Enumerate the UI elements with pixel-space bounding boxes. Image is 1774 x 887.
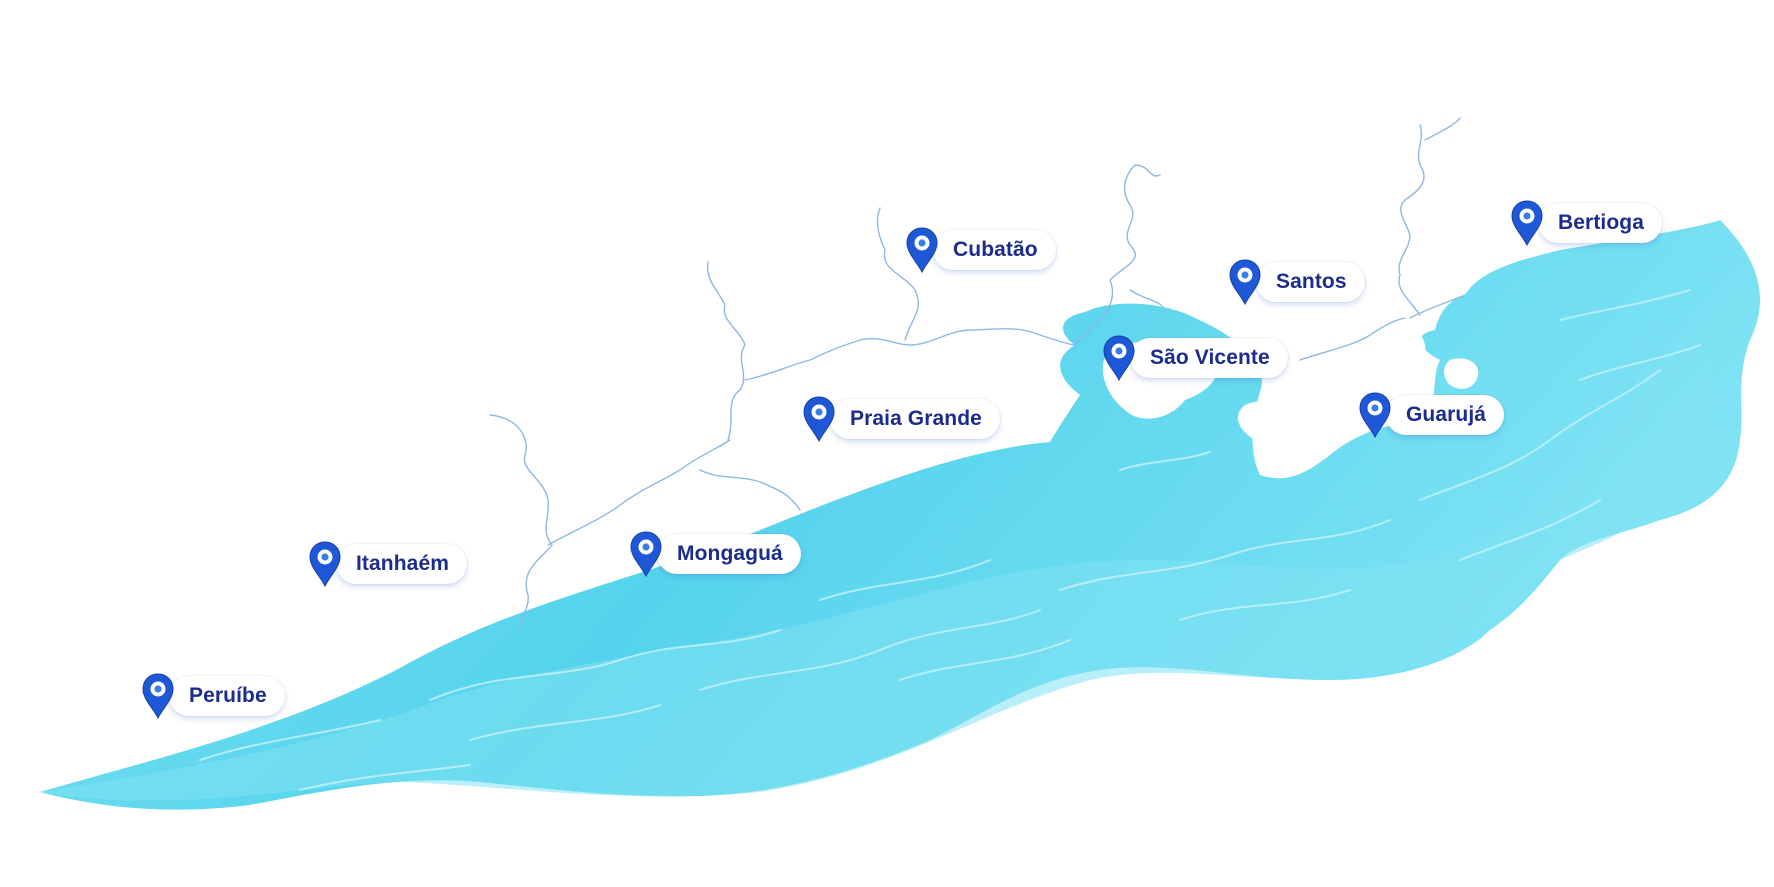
map-pin-icon bbox=[1510, 199, 1544, 247]
city-marker-mongagua[interactable]: Mongaguá bbox=[629, 530, 801, 578]
sea-waves bbox=[199, 289, 1701, 791]
map-pin-icon bbox=[629, 530, 663, 578]
map-pin-icon bbox=[905, 226, 939, 274]
city-marker-guaruja[interactable]: Guarujá bbox=[1358, 391, 1505, 439]
city-marker-peruibe[interactable]: Peruíbe bbox=[141, 672, 285, 720]
map-pin-icon bbox=[1358, 391, 1392, 439]
map-pin-icon bbox=[308, 540, 342, 588]
city-label: Mongaguá bbox=[657, 534, 801, 574]
city-marker-bertioga[interactable]: Bertioga bbox=[1510, 199, 1662, 247]
city-marker-itanhaem[interactable]: Itanhaém bbox=[308, 540, 467, 588]
city-label: Peruíbe bbox=[169, 676, 285, 716]
city-label: Itanhaém bbox=[336, 544, 467, 584]
map-pin-icon bbox=[1228, 258, 1262, 306]
map-pin-icon bbox=[141, 672, 175, 720]
city-marker-sao-vicente[interactable]: São Vicente bbox=[1102, 334, 1288, 382]
map-pin-icon bbox=[802, 395, 836, 443]
city-label: Praia Grande bbox=[830, 399, 1000, 439]
city-label: Guarujá bbox=[1386, 395, 1505, 435]
city-marker-santos[interactable]: Santos bbox=[1228, 258, 1365, 306]
city-label: Cubatão bbox=[933, 230, 1056, 270]
city-label: São Vicente bbox=[1130, 338, 1288, 378]
city-label: Santos bbox=[1256, 262, 1365, 302]
municipal-borders bbox=[489, 117, 1466, 631]
map-pin-icon bbox=[1102, 334, 1136, 382]
city-label: Bertioga bbox=[1538, 203, 1662, 243]
sea-shallows bbox=[40, 320, 1722, 801]
city-marker-cubatao[interactable]: Cubatão bbox=[905, 226, 1056, 274]
city-marker-praia-grande[interactable]: Praia Grande bbox=[802, 395, 1000, 443]
